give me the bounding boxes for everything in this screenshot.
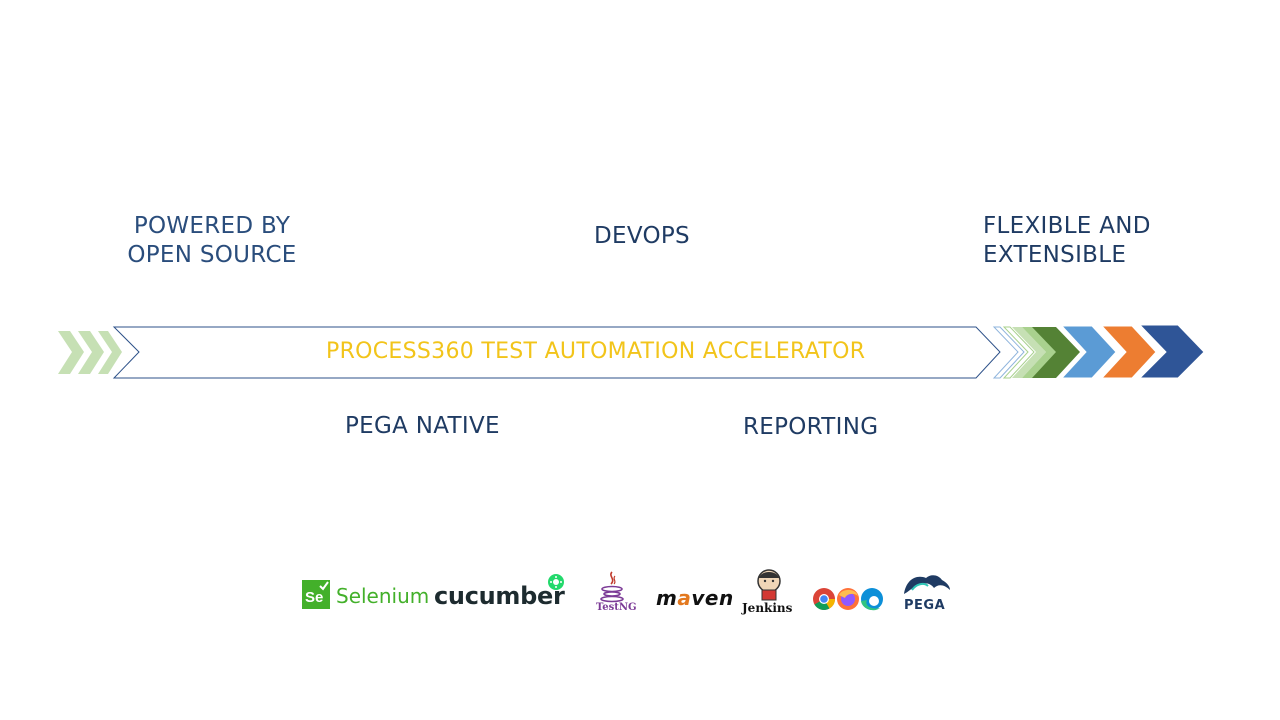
trailing-solid-chevrons [1012,324,1205,379]
cucumber-dots-icon [550,576,562,588]
chevron-dark-green [1032,327,1080,378]
chevron-pale-green [1012,327,1046,378]
pega-logo: PEGA [902,572,952,613]
cucumber-text: cucumber [434,582,565,610]
maven-text-a: a [677,586,692,610]
browsers-group [813,588,883,611]
firefox-icon [837,588,859,610]
chevron-navy [1138,324,1205,379]
technology-logos: Se Selenium cucumber TestNG [300,568,960,618]
jenkins-butler-icon [757,569,781,601]
left-chevron-3 [98,331,122,374]
jenkins-text: Jenkins [742,601,793,615]
left-chevron-2 [78,331,104,374]
outline-chevron-1 [992,326,1025,379]
chevron-blue [1060,325,1117,379]
left-chevrons [58,331,122,374]
outline-chevron-2 [1002,326,1035,379]
selenium-mark: Se [305,589,324,606]
feature-flexible-line1: FLEXIBLE AND [983,213,1151,239]
feature-pega-native: PEGA NATIVE [345,413,500,439]
feature-powered-line1: POWERED BY [133,213,291,239]
banner-outline [112,326,1001,379]
testng-logo: TestNG [594,570,637,613]
maven-logo: maven [656,586,734,610]
selenium-text: Selenium [336,584,430,608]
feature-reporting: REPORTING [743,414,879,440]
cucumber-icon [548,574,564,590]
feature-flexible-and-extensible: FLEXIBLE AND EXTENSIBLE [983,212,1151,270]
checkmark-icon [319,581,329,591]
chevron-orange [1100,325,1157,379]
feature-devops: DEVOPS [594,223,690,249]
maven-text: maven [656,586,734,610]
feature-powered-line2: OPEN SOURCE [127,242,297,268]
pega-text: PEGA [904,598,946,613]
selenium-icon: Se [302,580,330,609]
jenkins-logo: Jenkins [742,568,798,615]
left-chevron-1 [58,331,84,374]
feature-powered-by-open-source: POWERED BY OPEN SOURCE [126,212,298,270]
maven-text-rest: ven [691,586,734,610]
testng-text: TestNG [596,602,637,613]
maven-text-m: m [656,586,678,610]
browser-logos [812,586,884,617]
edge-icon [861,588,883,611]
chevron-light-green [1022,327,1058,378]
trailing-outline-chevrons [992,326,1035,379]
chrome-icon [813,588,835,610]
pega-mark-icon [904,575,950,594]
banner-title: PROCESS360 TEST AUTOMATION ACCELERATOR [326,339,866,364]
feature-flexible-line2: EXTENSIBLE [983,242,1127,268]
java-cup-icon [600,571,624,603]
